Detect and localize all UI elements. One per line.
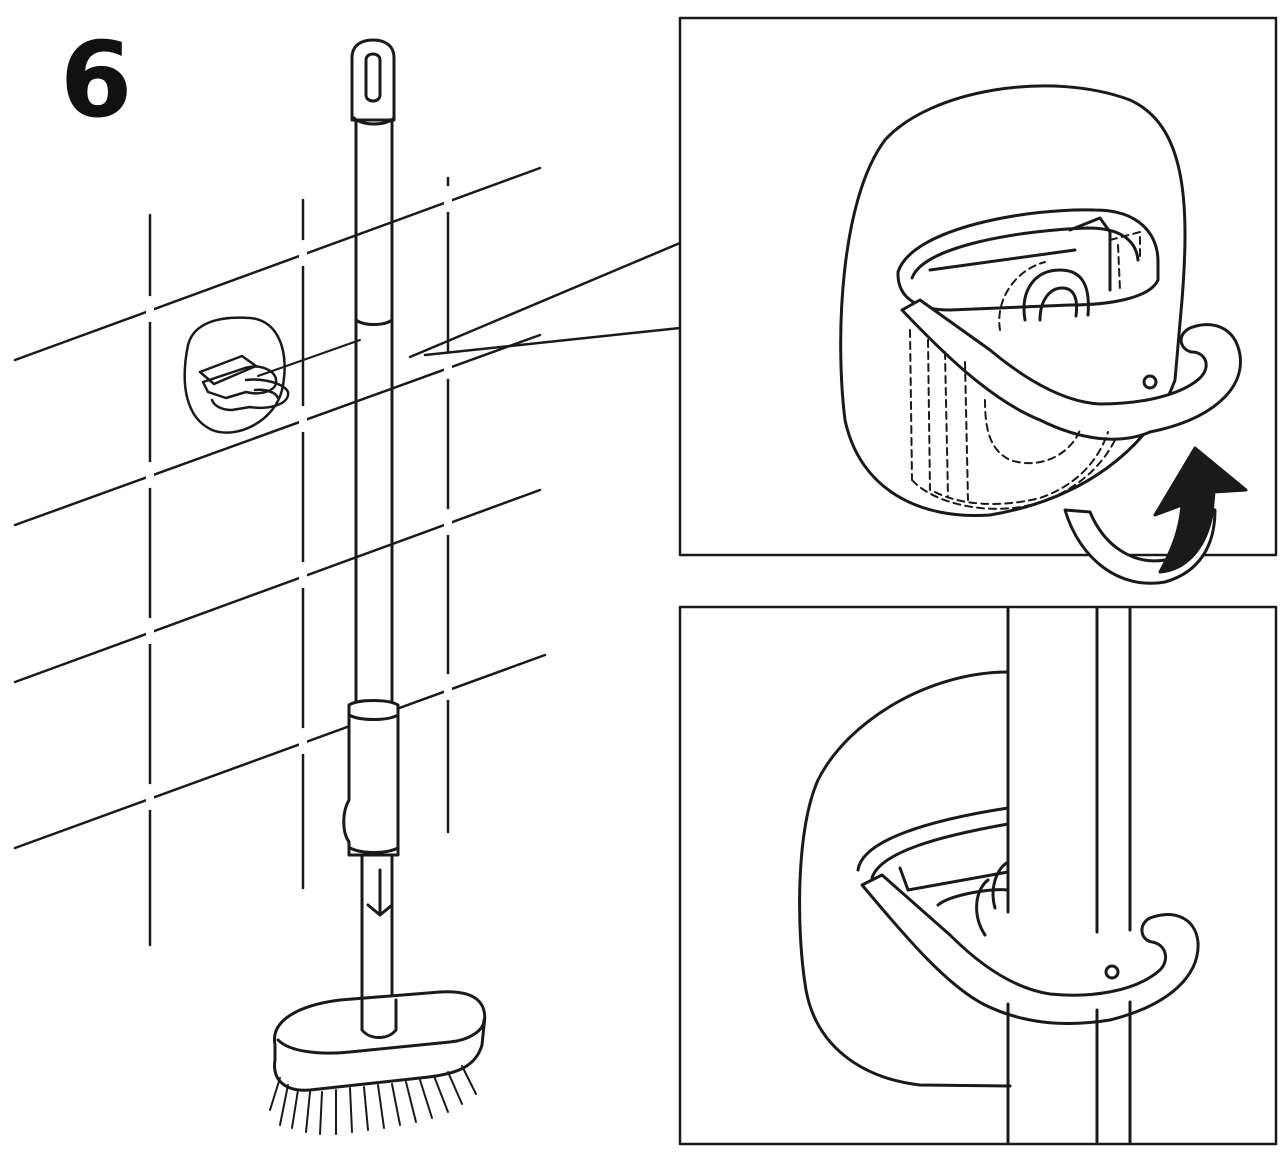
brush-icon — [269, 38, 487, 1135]
step-number: 6 — [60, 19, 133, 141]
wall-hook-icon — [183, 316, 361, 434]
hook-previous-position — [909, 231, 1141, 510]
rotate-arrow-icon — [1063, 446, 1248, 585]
brush-bristles — [269, 1065, 477, 1135]
detail-panel-hook-rotate — [678, 16, 1278, 585]
wall-tile-grid — [13, 166, 547, 947]
detail-panel-handle-hooked — [678, 605, 1278, 1146]
tile-horizontal-lines — [13, 166, 547, 850]
tile-vertical-lines — [148, 176, 450, 947]
tile-joint-gaps — [146, 186, 452, 810]
callout-lines — [408, 241, 682, 359]
